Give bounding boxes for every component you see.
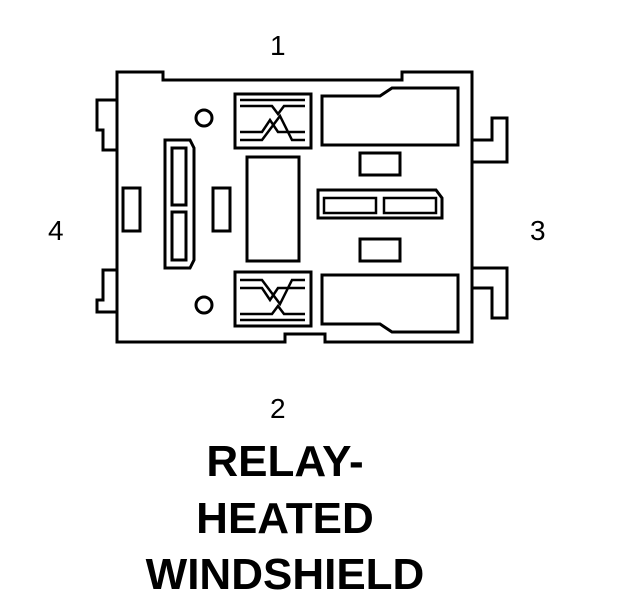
pin-1-label: 1 [270,30,286,61]
right-lower-hook [472,266,509,320]
locator-hole-top [194,108,214,128]
center-coil-cavity [245,155,301,263]
left-upper-tab [95,98,117,152]
right-upper-hook [472,116,509,164]
upper-right-cavity [320,86,460,147]
terminal-2-cavity [233,270,313,328]
locator-hole-bottom [194,295,214,315]
pin-4-label: 4 [48,215,64,246]
terminal-3-housing [316,188,444,220]
terminal-3-blade [322,196,438,215]
pin-2-label: 2 [270,393,286,424]
terminal-4-housing [163,138,196,270]
relay-housing-outline [115,70,474,344]
terminal-1-contact [240,98,305,142]
title-line-2: HEATED [196,494,374,543]
lower-small-slot [358,237,402,263]
terminal-1-cavity [233,92,313,150]
lower-right-cavity [320,273,460,334]
title-line-3: WINDSHIELD [145,550,425,599]
terminal-4-blade [170,146,188,262]
left-small-slot [121,186,142,233]
terminal-2-contact [240,278,305,322]
title-line-1: RELAY- [206,437,364,486]
upper-small-slot [358,151,402,177]
left-lower-tab [95,268,117,314]
pin-3-label: 3 [530,215,546,246]
center-left-slot [211,186,232,233]
